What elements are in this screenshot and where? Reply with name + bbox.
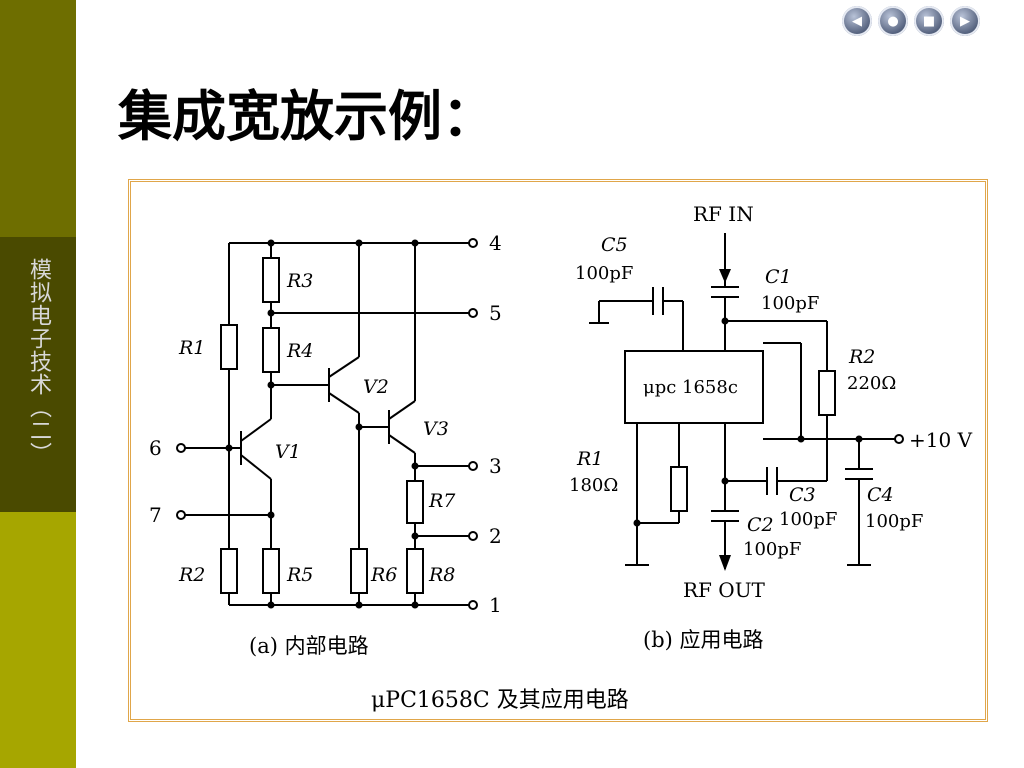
terminal-3-label: 3 [489,454,502,478]
slide-navigation: ◀ ● ■ ▶ [842,6,980,36]
figure-caption: μPC1658C 及其应用电路 [371,688,629,713]
r6-label: R6 [370,564,397,586]
c2-label: C2 [747,514,774,536]
r5-label: R5 [286,564,313,586]
r2-label: R2 [178,564,205,586]
sidebar-middle-band [0,237,76,512]
sidebar-bottom-band [0,512,76,768]
terminal-5-label: 5 [489,301,502,325]
chip-label: μpc 1658c [643,377,738,398]
prev-slide-icon[interactable]: ◀ [842,6,872,36]
stop-icon[interactable]: ■ [914,6,944,36]
rf-out-label: RF OUT [683,578,766,602]
c5-label: C5 [601,234,628,256]
v3-label: V3 [423,418,449,440]
rf-in-label: RF IN [693,202,754,226]
r8-label: R8 [428,564,455,586]
terminal-6-label: 6 [149,436,162,460]
terminal-1-label: 1 [489,593,502,617]
r1-app-value: 180Ω [569,475,618,496]
r3-label: R3 [286,270,313,292]
v2-label: V2 [363,376,389,398]
c1-value: 100pF [761,293,819,314]
terminal-2-label: 2 [489,524,502,548]
internal-circuit [176,238,478,610]
r7-label: R7 [428,490,456,512]
r2-app-label: R2 [848,346,875,368]
page-title: 集成宽放示例： [118,85,496,148]
c1-label: C1 [765,266,792,288]
application-circuit-caption: (b) 应用电路 [643,628,764,652]
r1-label: R1 [178,337,205,359]
r1-app-label: R1 [576,448,603,470]
circuit-diagram: 4 5 6 3 7 2 1 R1 R2 R3 R4 R5 R6 R7 R8 V1… [149,202,973,713]
home-icon[interactable]: ● [878,6,908,36]
sidebar-top-band [0,0,76,237]
v1-label: V1 [275,441,301,463]
c3-label: C3 [789,484,816,506]
c5-value: 100pF [575,263,633,284]
circuit-figure: 4 5 6 3 7 2 1 R1 R2 R3 R4 R5 R6 R7 R8 V1… [128,179,988,722]
supply-label: +10 V [909,428,973,452]
c4-value: 100pF [865,511,923,532]
r4-label: R4 [286,340,313,362]
terminal-7-label: 7 [149,503,162,527]
c2-value: 100pF [743,539,801,560]
application-circuit [589,233,904,571]
internal-circuit-caption: (a) 内部电路 [249,634,369,658]
next-slide-icon[interactable]: ▶ [950,6,980,36]
course-title: 模拟电子技术（二） [26,258,51,465]
c3-value: 100pF [779,509,837,530]
c4-label: C4 [867,484,894,506]
terminal-4-label: 4 [489,231,502,255]
r2-app-value: 220Ω [847,373,896,394]
